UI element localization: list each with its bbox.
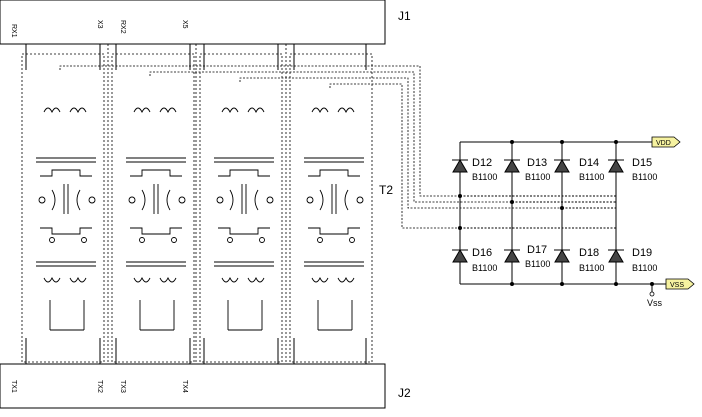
j1-pin-2: X3 <box>96 20 103 29</box>
transformer-channel <box>125 107 187 331</box>
bridge-feed-traces <box>59 65 562 229</box>
diode-labels: D12 B1100 D13 B1100 D14 B1100 D15 B1100 … <box>472 157 657 273</box>
diode-part: B1100 <box>472 172 497 182</box>
vdd-flag-shape <box>651 136 681 148</box>
diode-part: B1100 <box>472 263 497 273</box>
connector-j2-body <box>0 363 386 409</box>
diode-ref: D17 <box>527 244 547 256</box>
vss-flag: VSS Vss <box>647 278 695 308</box>
transformer-channel <box>303 107 365 331</box>
diode-ref: D19 <box>632 247 652 259</box>
diode-ref: D13 <box>527 157 547 169</box>
diode-ref: D12 <box>472 157 492 169</box>
transformer-ref: T2 <box>379 183 393 197</box>
connector-j2-ref: J2 <box>398 386 411 400</box>
j2-pin-1: TX1 <box>10 380 17 393</box>
vdd-flag-label: VDD <box>656 140 671 147</box>
diode-part: B1100 <box>525 259 550 269</box>
j1-pin-4: X5 <box>181 20 188 29</box>
transformer-channel <box>36 107 96 331</box>
j1-pin-1: RX1 <box>10 24 17 38</box>
transformer-array: T2 <box>21 44 393 364</box>
connector-j2: J2 TX1 TX2 TX3 TX4 <box>0 363 411 409</box>
diode-part: B1100 <box>579 172 604 182</box>
diode-ref: D16 <box>472 247 492 259</box>
transformer-channel <box>213 107 275 331</box>
diode-part: B1100 <box>579 263 604 273</box>
diode-ref: D14 <box>579 157 599 169</box>
diode-part: B1100 <box>632 172 657 182</box>
j2-pin-2: TX2 <box>96 380 103 393</box>
diode-ref: D15 <box>632 157 652 169</box>
connector-j1: J1 RX1 X3 RX2 X5 <box>0 0 411 45</box>
diode-bridge <box>452 140 654 286</box>
j2-pin-4: TX4 <box>181 380 188 393</box>
diode-part: B1100 <box>525 172 550 182</box>
connector-j1-ref: J1 <box>398 9 411 23</box>
diode-ref: D18 <box>579 247 599 259</box>
j2-pin-3: TX3 <box>119 380 126 393</box>
vss-net-label: Vss <box>647 298 663 308</box>
j1-pin-3: RX2 <box>119 20 126 34</box>
diode-part: B1100 <box>632 263 657 273</box>
vss-flag-shape <box>665 278 695 290</box>
connector-j1-body <box>0 0 386 45</box>
vdd-flag: VDD <box>651 136 681 148</box>
vss-flag-label: VSS <box>670 282 684 289</box>
